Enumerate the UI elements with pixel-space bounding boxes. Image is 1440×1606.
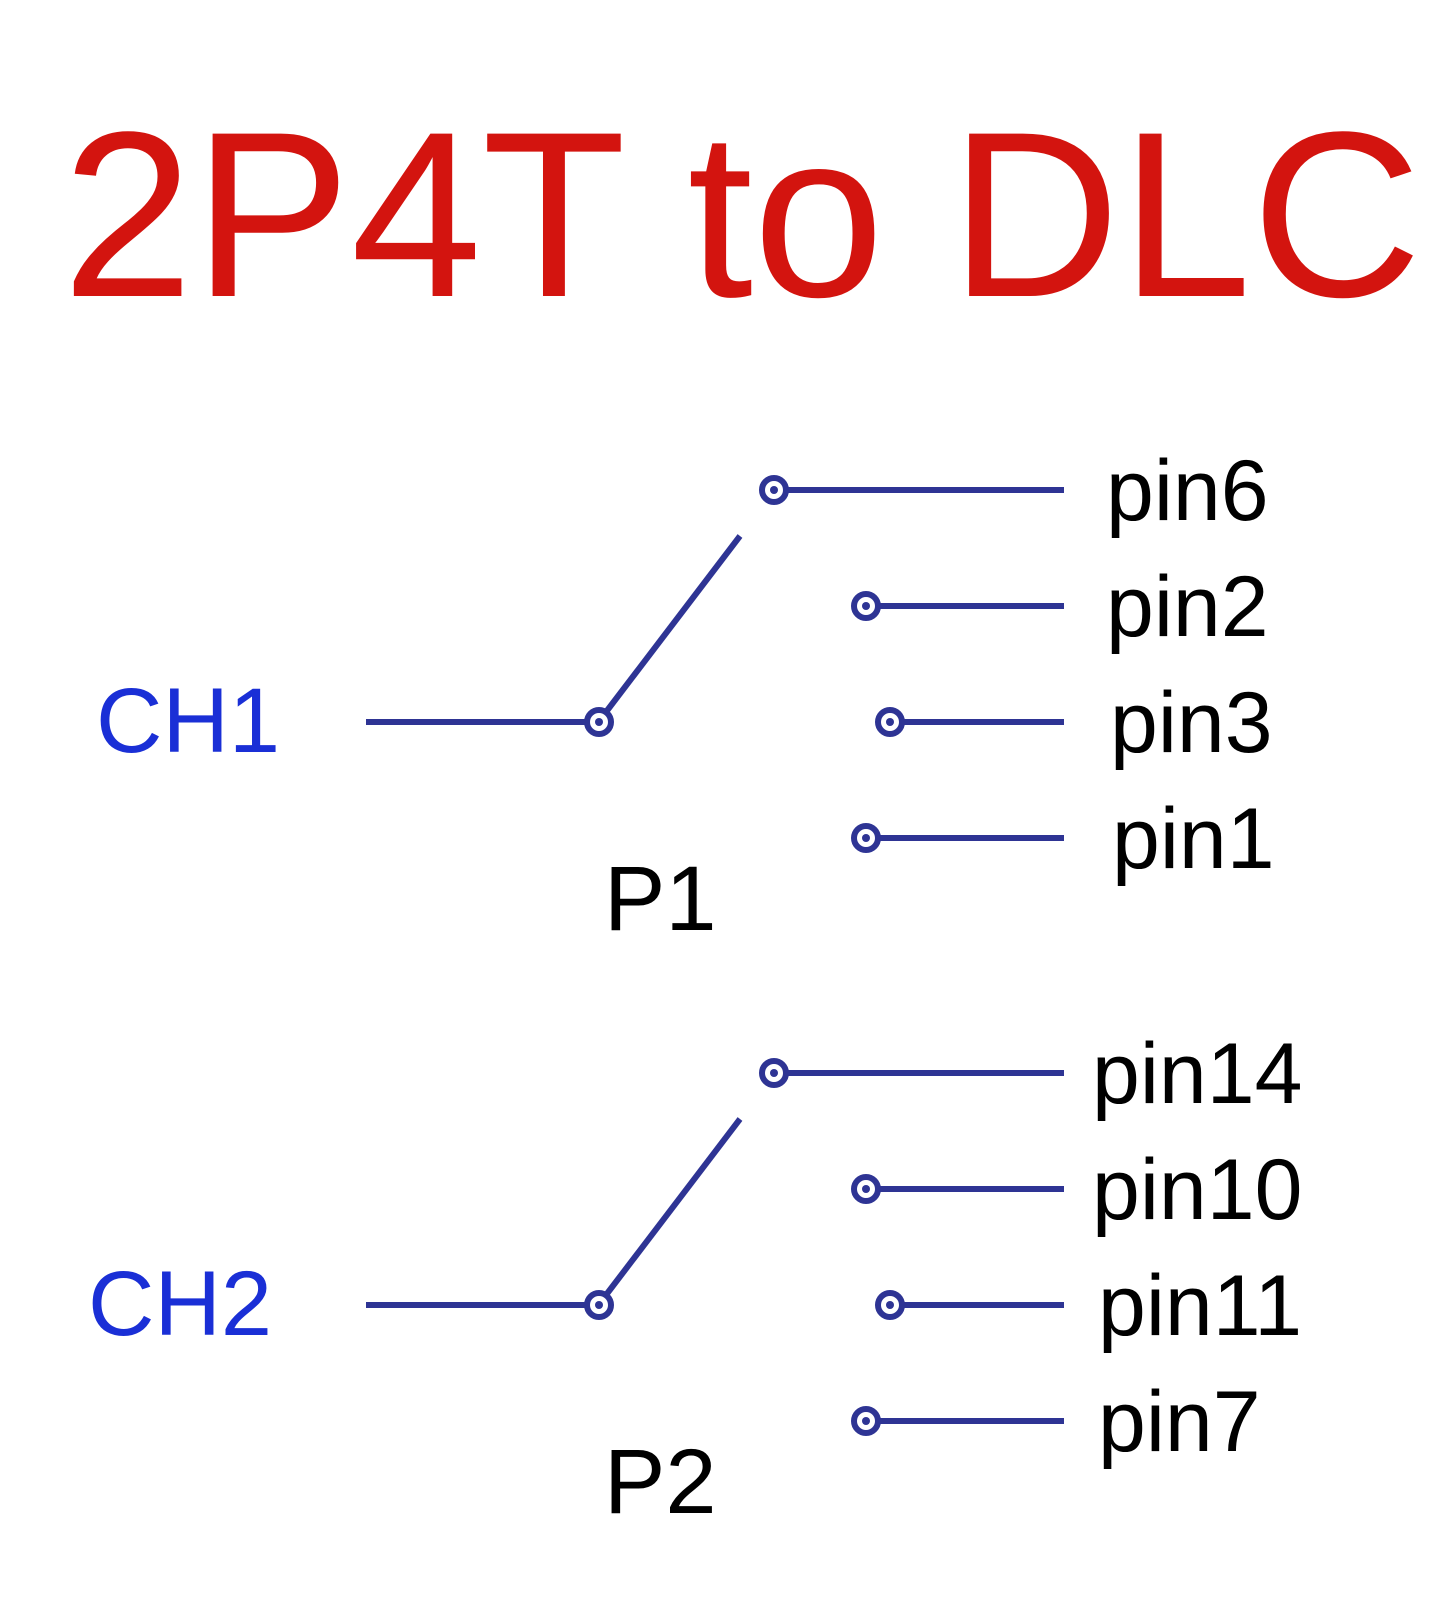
- pin-label: pin1: [1112, 791, 1275, 887]
- throw-terminal-dot: [862, 602, 870, 610]
- switch-arm: [603, 1117, 743, 1297]
- pin-label: pin7: [1098, 1374, 1261, 1470]
- pin-label: pin10: [1092, 1142, 1302, 1238]
- throw-terminal-dot: [770, 486, 778, 494]
- channel-label: CH1: [96, 670, 280, 772]
- diagram-title: 2P4T to DLC: [62, 83, 1422, 347]
- pole-terminal-dot: [595, 1301, 603, 1309]
- throw-terminal-dot: [886, 1301, 894, 1309]
- pole-label: P1: [604, 848, 717, 950]
- pole-terminal-dot: [595, 718, 603, 726]
- throw-terminal-dot: [862, 834, 870, 842]
- pole-label: P2: [604, 1431, 717, 1533]
- pin-label: pin2: [1106, 559, 1269, 655]
- pin-label: pin14: [1092, 1026, 1302, 1122]
- switch-arm: [603, 534, 743, 714]
- pin-label: pin6: [1106, 443, 1269, 539]
- throw-terminal-dot: [886, 718, 894, 726]
- pin-label: pin11: [1098, 1258, 1302, 1354]
- pin-label: pin3: [1110, 675, 1273, 771]
- throw-terminal-dot: [770, 1069, 778, 1077]
- throw-terminal-dot: [862, 1185, 870, 1193]
- throw-terminal-dot: [862, 1417, 870, 1425]
- channel-label: CH2: [88, 1253, 272, 1355]
